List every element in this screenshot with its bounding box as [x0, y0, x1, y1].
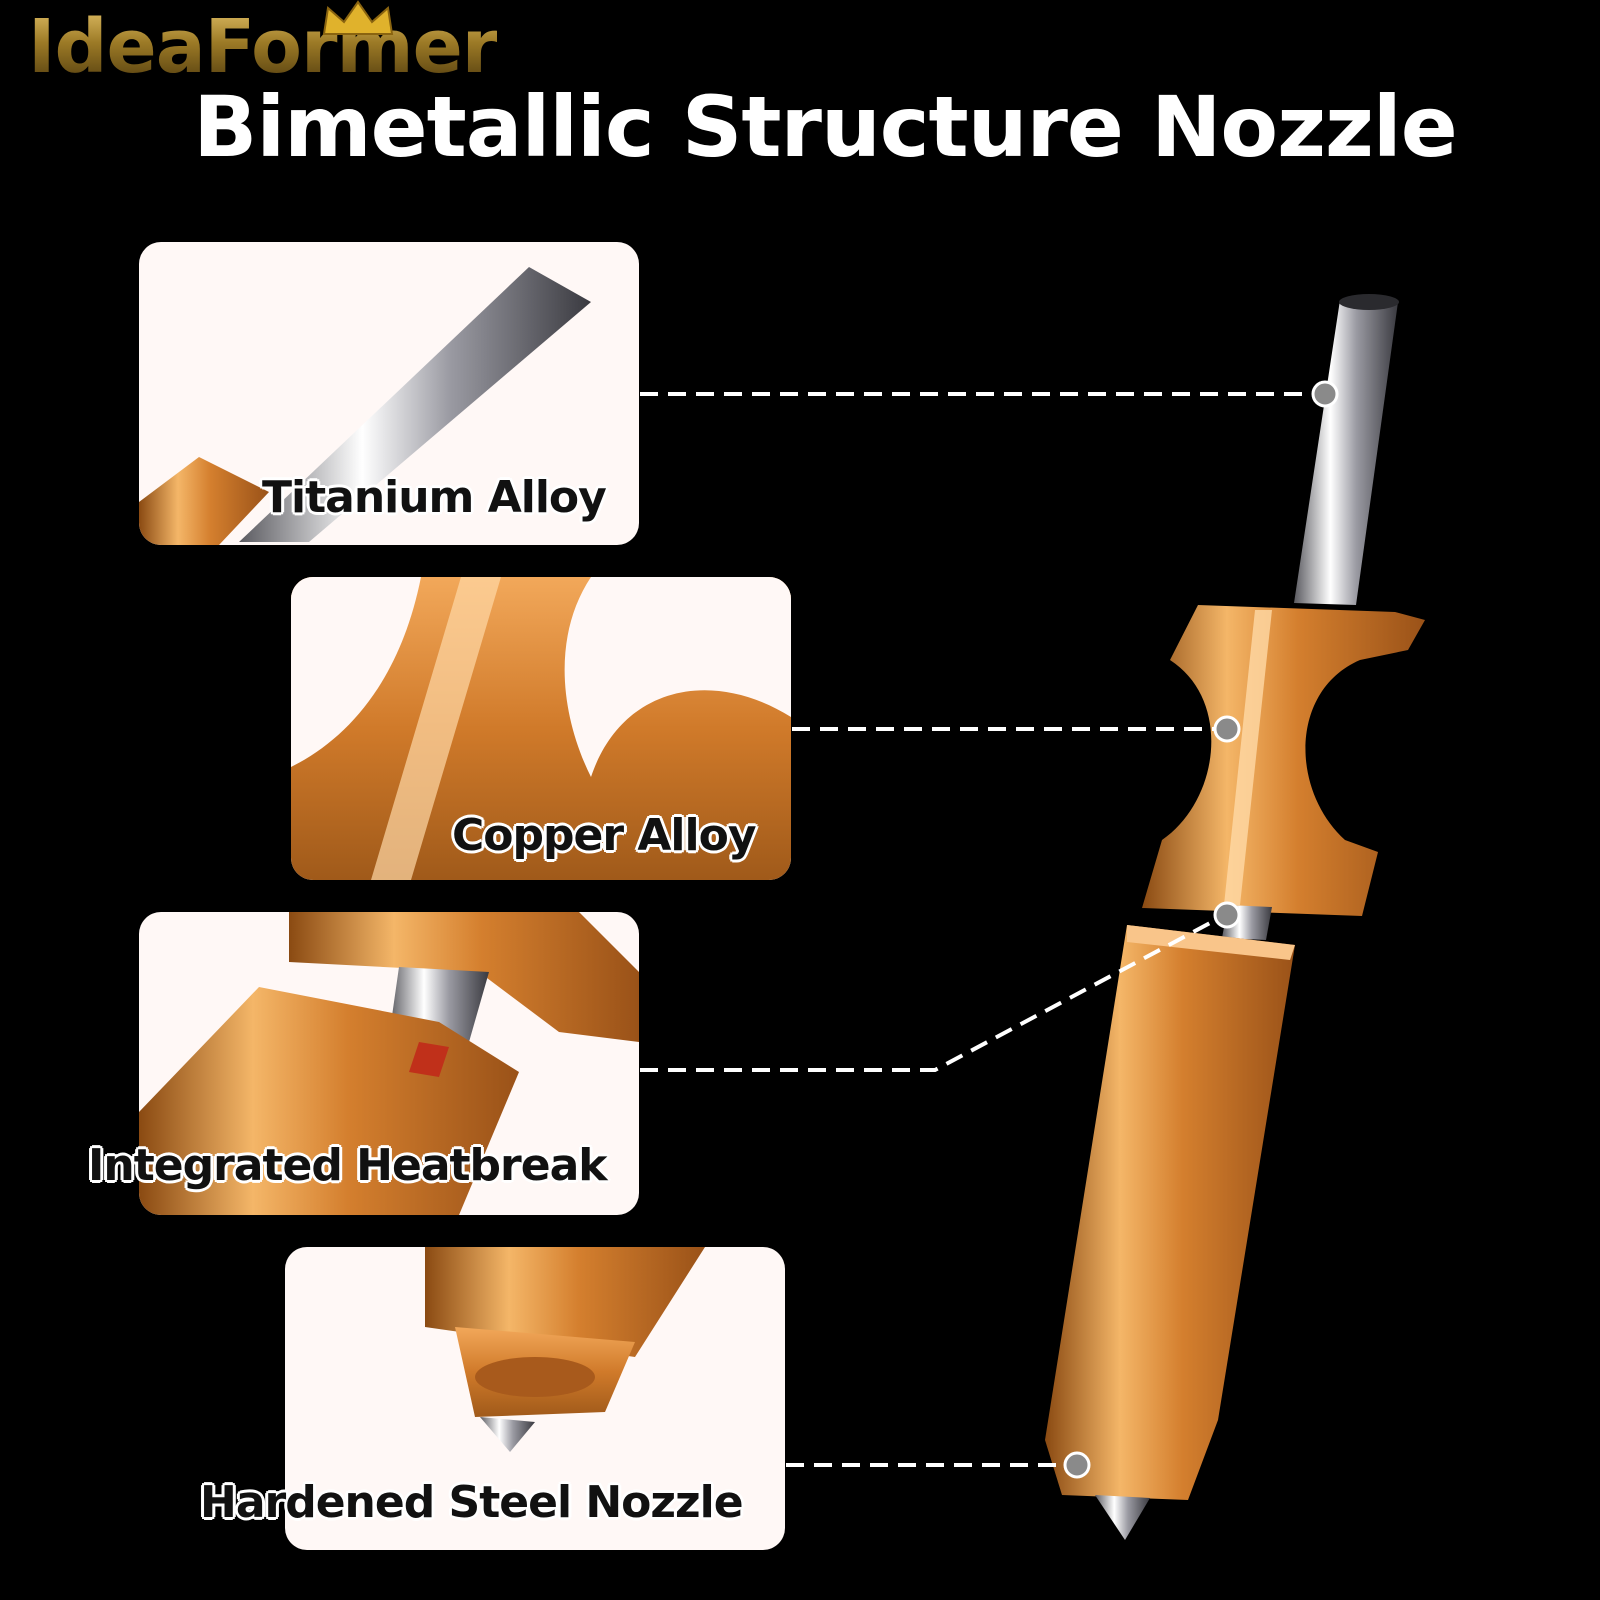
callout-dot-titanium [1311, 380, 1339, 408]
detail-card-copper [291, 577, 791, 880]
callout-dot-heatbreak [1213, 901, 1241, 929]
heater-body [1045, 925, 1295, 1500]
leader-line-heatbreak [640, 913, 1226, 1072]
heatbreak-detail-image [139, 912, 639, 1215]
callout-dot-nozzle [1063, 1451, 1091, 1479]
detail-card-nozzle [285, 1247, 785, 1550]
label-copper-alloy: Copper Alloy [452, 810, 756, 861]
brand-logo: IdeaFormer [28, 4, 498, 90]
detail-card-titanium [139, 242, 639, 545]
copper-detail-image [291, 577, 791, 880]
label-titanium-alloy: Titanium Alloy [262, 472, 607, 523]
copper-block [1142, 605, 1425, 916]
detail-card-heatbreak [139, 912, 639, 1215]
titanium-detail-image [139, 267, 591, 545]
label-integrated-heatbreak: Integrated Heatbreak [88, 1140, 608, 1191]
callout-dot-copper [1213, 715, 1241, 743]
nozzle-tip [1095, 1495, 1150, 1540]
page-title: Bimetallic Structure Nozzle [193, 78, 1457, 176]
label-hardened-steel-nozzle: Hardened Steel Nozzle [200, 1477, 744, 1528]
nozzle-detail-image [425, 1247, 705, 1452]
crown-icon [322, 0, 394, 35]
titanium-tube [1294, 300, 1398, 605]
